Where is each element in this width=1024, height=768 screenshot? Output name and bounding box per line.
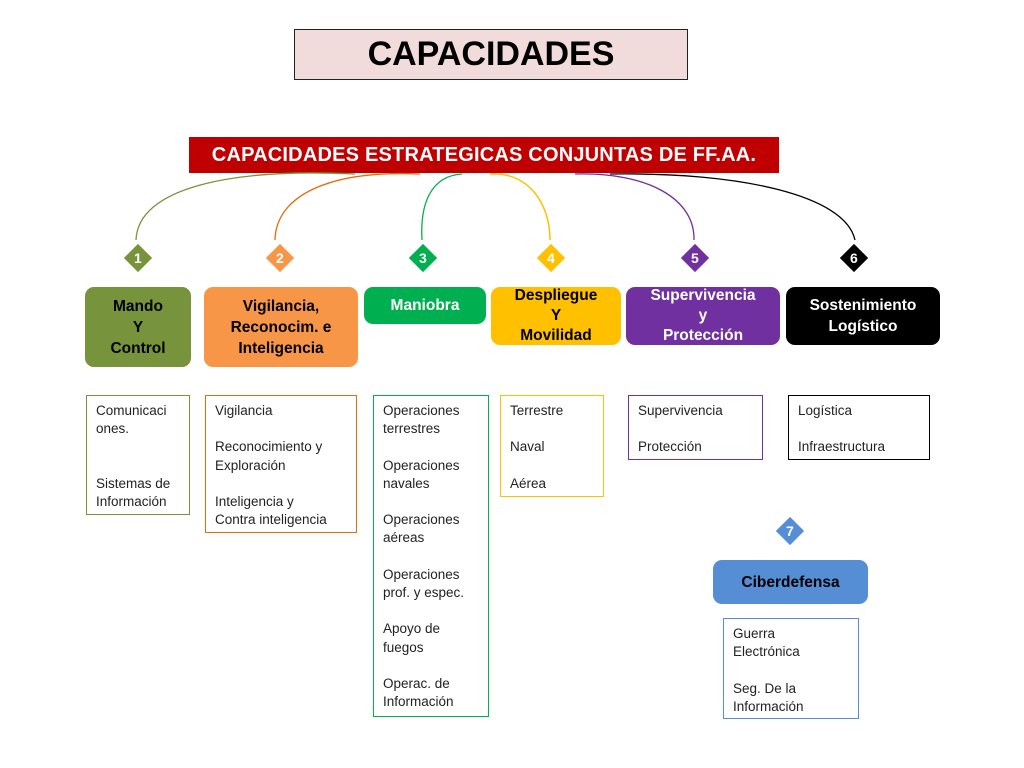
list-item: Reconocimiento y Exploración (215, 439, 323, 473)
list-item: Sistemas de Información (96, 475, 171, 509)
list-item: Aérea (510, 475, 547, 491)
list-item: Infraestructura (798, 439, 886, 455)
number-badge-7-text: 7 (786, 522, 794, 539)
number-badge-6-text: 6 (850, 249, 858, 266)
capability-despliegue: Despliegue Y Movilidad (491, 287, 621, 345)
subitems-sostenimiento: Logística Infraestructura (788, 395, 930, 460)
list-item: Operaciones terrestres (383, 403, 460, 437)
number-badge-3-text: 3 (419, 249, 427, 266)
subitems-despliegue: Terrestre Naval Aérea (500, 395, 604, 497)
list-item: Naval (510, 439, 545, 455)
list-item: Supervivencia (638, 403, 723, 418)
connector-3 (421, 173, 463, 241)
list-item: Logística (798, 403, 853, 418)
list-item: Seg. De la Información (733, 680, 804, 714)
page-title: CAPACIDADES (294, 29, 688, 80)
subitems-vigilancia: Vigilancia Reconocimiento y Exploración … (205, 395, 357, 533)
main-banner: CAPACIDADES ESTRATEGICAS CONJUNTAS DE FF… (189, 137, 779, 173)
list-item: Apoyo de fuegos (383, 621, 441, 655)
list-item: Comunicaci ones. (96, 403, 167, 437)
connector-2 (274, 172, 421, 241)
connector-5 (574, 173, 695, 241)
capability-sostenimiento: Sostenimiento Logístico (786, 287, 940, 345)
number-badge-4-text: 4 (547, 249, 555, 266)
connector-1 (135, 172, 356, 241)
number-badge-5-text: 5 (691, 249, 699, 266)
list-item: Operaciones aéreas (383, 512, 460, 546)
list-item: Operaciones navales (383, 457, 460, 491)
capability-maniobra: Maniobra (364, 287, 486, 324)
connector-4 (489, 173, 551, 241)
subitems-ciberdefensa: Guerra Electrónica Seg. De la Informació… (723, 618, 859, 719)
capability-supervivencia: Supervivencia y Protección (626, 287, 780, 345)
list-item: Vigilancia (215, 403, 273, 418)
capability-ciberdefensa: Ciberdefensa (713, 560, 868, 604)
list-item: Operac. de Información (383, 675, 454, 710)
list-item: Inteligencia y Contra inteligencia (215, 493, 327, 528)
number-badge-2-text: 2 (276, 249, 284, 266)
list-item: Protección (638, 439, 702, 455)
subitems-supervivencia: Supervivencia Protección (628, 395, 763, 460)
number-badge-1-text: 1 (134, 249, 142, 266)
list-item: Guerra Electrónica (733, 626, 800, 660)
capability-vigilancia: Vigilancia, Reconocim. e Inteligencia (204, 287, 358, 367)
subitems-maniobra: Operaciones terrestres Operaciones naval… (373, 395, 489, 717)
connector-6 (609, 173, 856, 241)
list-item: Terrestre (510, 403, 564, 418)
capability-mando-y-control: Mando Y Control (85, 287, 191, 367)
subitems-mando: Comunicaci ones. Sistemas de Información (86, 395, 190, 515)
list-item: Operaciones prof. y espec. (383, 566, 465, 600)
